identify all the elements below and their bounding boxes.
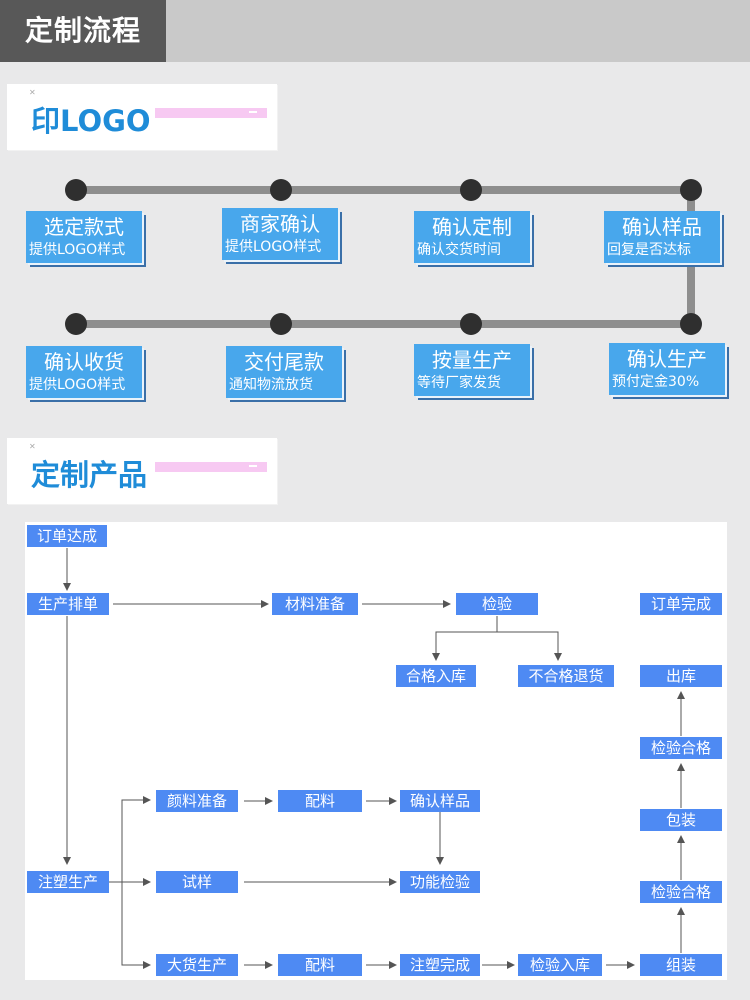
flow-assembly: 组装 [640,954,722,976]
process-dot [680,179,702,201]
step-confirm-production: 确认生产预付定金30% [609,343,729,399]
section-logo-title: 印LOGO [31,104,151,138]
decorative-bar [155,108,267,118]
process-dot [270,313,292,335]
flow-material-prep: 材料准备 [272,593,358,615]
section-logo-label: ✕ 印LOGO [7,84,277,150]
step-merchant-confirm: 商家确认提供LOGO样式 [222,208,342,264]
step-confirm-receipt: 确认收货提供LOGO样式 [26,346,146,402]
flow-function-test: 功能检验 [400,871,480,893]
step-select-style: 选定款式提供LOGO样式 [26,211,146,267]
process-dot [460,179,482,201]
flow-order-done: 订单达成 [27,525,107,547]
flow-mixing-1: 配料 [278,790,362,812]
flow-unqualified-return: 不合格退货 [518,665,614,687]
process-track-bottom [75,320,695,328]
flow-order-complete: 订单完成 [640,593,722,615]
flowchart-panel [25,522,727,980]
flow-inspection: 检验 [456,593,538,615]
flow-mass-production: 大货生产 [156,954,238,976]
flow-injection-production: 注塑生产 [27,871,109,893]
step-confirm-custom: 确认定制确认交货时间 [414,211,534,267]
flow-outbound: 出库 [640,665,722,687]
flow-mixing-2: 配料 [278,954,362,976]
flow-qualified-storage: 合格入库 [396,665,476,687]
flow-pigment-prep: 颜料准备 [156,790,238,812]
flow-packaging: 包装 [640,809,722,831]
close-mark: ✕ [29,88,36,97]
step-final-payment: 交付尾款通知物流放货 [226,346,346,402]
flow-production-schedule: 生产排单 [27,593,109,615]
process-dot [460,313,482,335]
page-title: 定制流程 [0,0,166,62]
flow-confirm-sample: 确认样品 [400,790,480,812]
process-dot [65,313,87,335]
process-dot [680,313,702,335]
process-dot [270,179,292,201]
step-confirm-sample: 确认样品回复是否达标 [604,211,724,267]
close-mark: ✕ [29,442,36,451]
process-track-top [75,186,695,194]
step-mass-production: 按量生产等待厂家发货 [414,344,534,400]
flow-inspection-pass-2: 检验合格 [640,881,722,903]
section-custom-product-title: 定制产品 [31,458,148,492]
flow-inspection-pass-1: 检验合格 [640,737,722,759]
flow-trial: 试样 [156,871,238,893]
section-custom-product-label: ✕ 定制产品 [7,438,277,504]
page-header: 定制流程 [0,0,750,62]
flow-injection-done: 注塑完成 [400,954,480,976]
process-dot [65,179,87,201]
decorative-bar [155,462,267,472]
flow-inspection-storage: 检验入库 [518,954,602,976]
